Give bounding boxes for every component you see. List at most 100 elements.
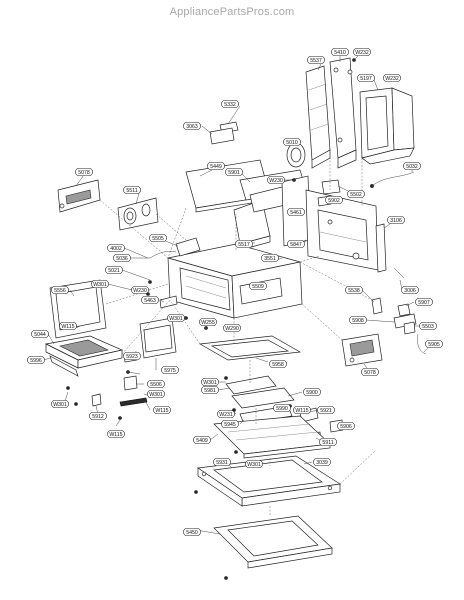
side-bracket-3106 — [375, 223, 387, 273]
callout-text: 3039 — [316, 460, 328, 466]
back-panel-5847 — [305, 189, 379, 271]
callout-box — [357, 73, 375, 83]
callout-text: W301 — [53, 402, 67, 408]
callout-5975: 5975 — [161, 365, 179, 375]
callout-5511: 5511 — [123, 185, 141, 195]
callout-5945: 5945 — [221, 419, 239, 429]
callout-box — [183, 121, 201, 131]
callout-box — [89, 411, 107, 421]
callout-w232: W232 — [383, 73, 401, 83]
bracket-5078b — [341, 333, 383, 367]
callout-box — [113, 253, 131, 263]
component-5538 — [371, 297, 383, 315]
callout-5901: 5901 — [225, 167, 243, 177]
callout-text: 5461 — [290, 210, 302, 216]
callout-box — [331, 47, 349, 57]
callout-w301: W301 — [91, 279, 109, 289]
callout-text: W301 — [247, 462, 261, 468]
callout-box — [201, 385, 219, 395]
callout-box — [249, 281, 267, 291]
callout-box — [107, 243, 125, 253]
callout-box — [245, 459, 263, 469]
callout-w301: W301 — [245, 459, 263, 469]
cover-3063 — [209, 127, 235, 145]
fan-5010 — [286, 142, 306, 168]
callout-5010: 5010 — [283, 137, 301, 147]
callout-box — [105, 265, 123, 275]
callout-text: 3106 — [390, 218, 402, 224]
callout-5021: 5021 — [105, 265, 123, 275]
callout-3063: 3063 — [183, 121, 201, 131]
callout-5078: 5078 — [361, 367, 379, 377]
callout-box — [153, 405, 171, 415]
callout-text: W301 — [203, 380, 217, 386]
callout-box — [313, 457, 331, 467]
callout-text: W301 — [149, 392, 163, 398]
callout-text: W301 — [93, 282, 107, 288]
callout-box — [419, 321, 437, 331]
callout-text: W232 — [385, 76, 399, 82]
callout-text: 5902 — [328, 198, 340, 204]
callout-box — [221, 419, 239, 429]
callout-text: 5503 — [422, 324, 434, 330]
callout-box — [221, 99, 239, 109]
callout-w115: W115 — [107, 429, 125, 439]
callout-w301: W301 — [167, 313, 185, 323]
callout-text: 5044 — [34, 332, 46, 338]
callout-text: 5450 — [186, 530, 198, 536]
callout-text: 5502 — [350, 192, 362, 198]
callout-box — [75, 167, 93, 177]
base-5044 — [44, 335, 124, 369]
plate-5900 — [231, 387, 295, 409]
callout-4002: 4002 — [107, 243, 125, 253]
callout-5556: 5556 — [51, 285, 69, 295]
callout-5036: 5036 — [113, 253, 131, 263]
callout-text: 5078 — [364, 370, 376, 376]
callout-5044: 5044 — [31, 329, 49, 339]
callout-w255: W255 — [199, 317, 217, 327]
duct-5197 — [359, 87, 415, 165]
bracket-5502 — [321, 179, 341, 195]
callout-text: 5010 — [286, 140, 298, 146]
callout-text: 5911 — [322, 440, 333, 446]
callout-text: W232 — [355, 50, 369, 56]
callout-5538: 5538 — [345, 285, 363, 295]
callout-box — [223, 323, 241, 333]
callout-5410: 5410 — [331, 47, 349, 57]
callout-box — [51, 399, 69, 409]
callout-text: 5958 — [272, 362, 284, 368]
callout-w301: W301 — [51, 399, 69, 409]
callout-text: 5463 — [144, 298, 156, 304]
callout-text: 5021 — [108, 268, 120, 274]
callout-w231: W231 — [217, 409, 235, 419]
callout-w230: W230 — [267, 175, 285, 185]
callout-text: 5981 — [204, 388, 216, 394]
callout-5450: 5450 — [183, 527, 201, 537]
callout-5078: 5078 — [75, 167, 93, 177]
callout-5931: 5931 — [213, 457, 231, 467]
callout-box — [287, 207, 305, 217]
callout-text: W230 — [133, 288, 147, 294]
callout-5908: 5908 — [349, 315, 367, 325]
callout-5990: 5990 — [273, 403, 291, 413]
duct-5505 — [175, 237, 201, 257]
bracket-5463 — [159, 295, 178, 309]
callout-text: 5905 — [428, 342, 440, 348]
callout-text: 5990 — [276, 406, 288, 412]
callout-text: 5538 — [348, 288, 360, 294]
callout-5537: 5537 — [307, 55, 325, 65]
callout-text: W115 — [295, 408, 308, 414]
rod-5990 — [119, 397, 148, 407]
callout-text: 5556 — [54, 288, 66, 294]
wire-5036 — [149, 251, 177, 259]
callout-box — [303, 387, 321, 397]
callout-text: 4002 — [110, 246, 122, 252]
callout-3106: 3106 — [387, 215, 405, 225]
callout-text: 3551 — [264, 256, 276, 262]
callout-5958: 5958 — [269, 359, 287, 369]
callout-5502: 5502 — [347, 189, 365, 199]
callout-text: W231 — [219, 412, 233, 418]
callout-text: 5449 — [210, 164, 222, 170]
callout-box — [317, 405, 335, 415]
